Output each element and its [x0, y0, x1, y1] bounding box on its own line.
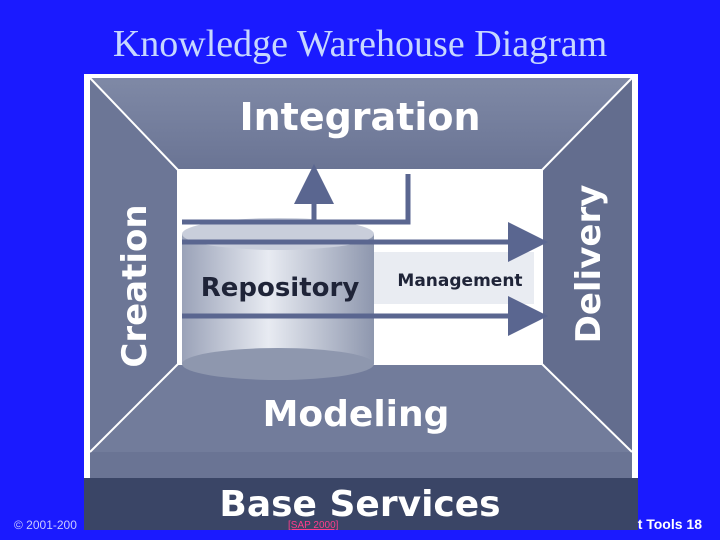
- management-band: [374, 252, 534, 304]
- repository-label: Repository: [201, 273, 360, 303]
- delivery-label: Delivery: [569, 185, 609, 344]
- modeling-label: Modeling: [263, 394, 450, 435]
- modeling-panel: [90, 364, 632, 452]
- citation-link[interactable]: [SAP 2000]: [288, 520, 339, 531]
- slide-footer-number: t Tools 18: [637, 516, 702, 532]
- integration-label: Integration: [239, 95, 480, 139]
- delivery-panel: [542, 78, 632, 452]
- base-services-bar: [84, 478, 638, 530]
- copyright-text: © 2001-200: [14, 518, 77, 532]
- management-label: Management: [397, 271, 522, 291]
- flow-arrows: [182, 164, 548, 336]
- base-services-label: Base Services: [219, 484, 500, 525]
- knowledge-warehouse-diagram: Integration Creation Delivery Repository…: [84, 74, 638, 530]
- creation-panel: [90, 78, 178, 452]
- repository-cylinder: [182, 218, 374, 380]
- integration-panel: [90, 78, 632, 170]
- creation-label: Creation: [115, 204, 155, 367]
- slide-title: Knowledge Warehouse Diagram: [112, 23, 608, 65]
